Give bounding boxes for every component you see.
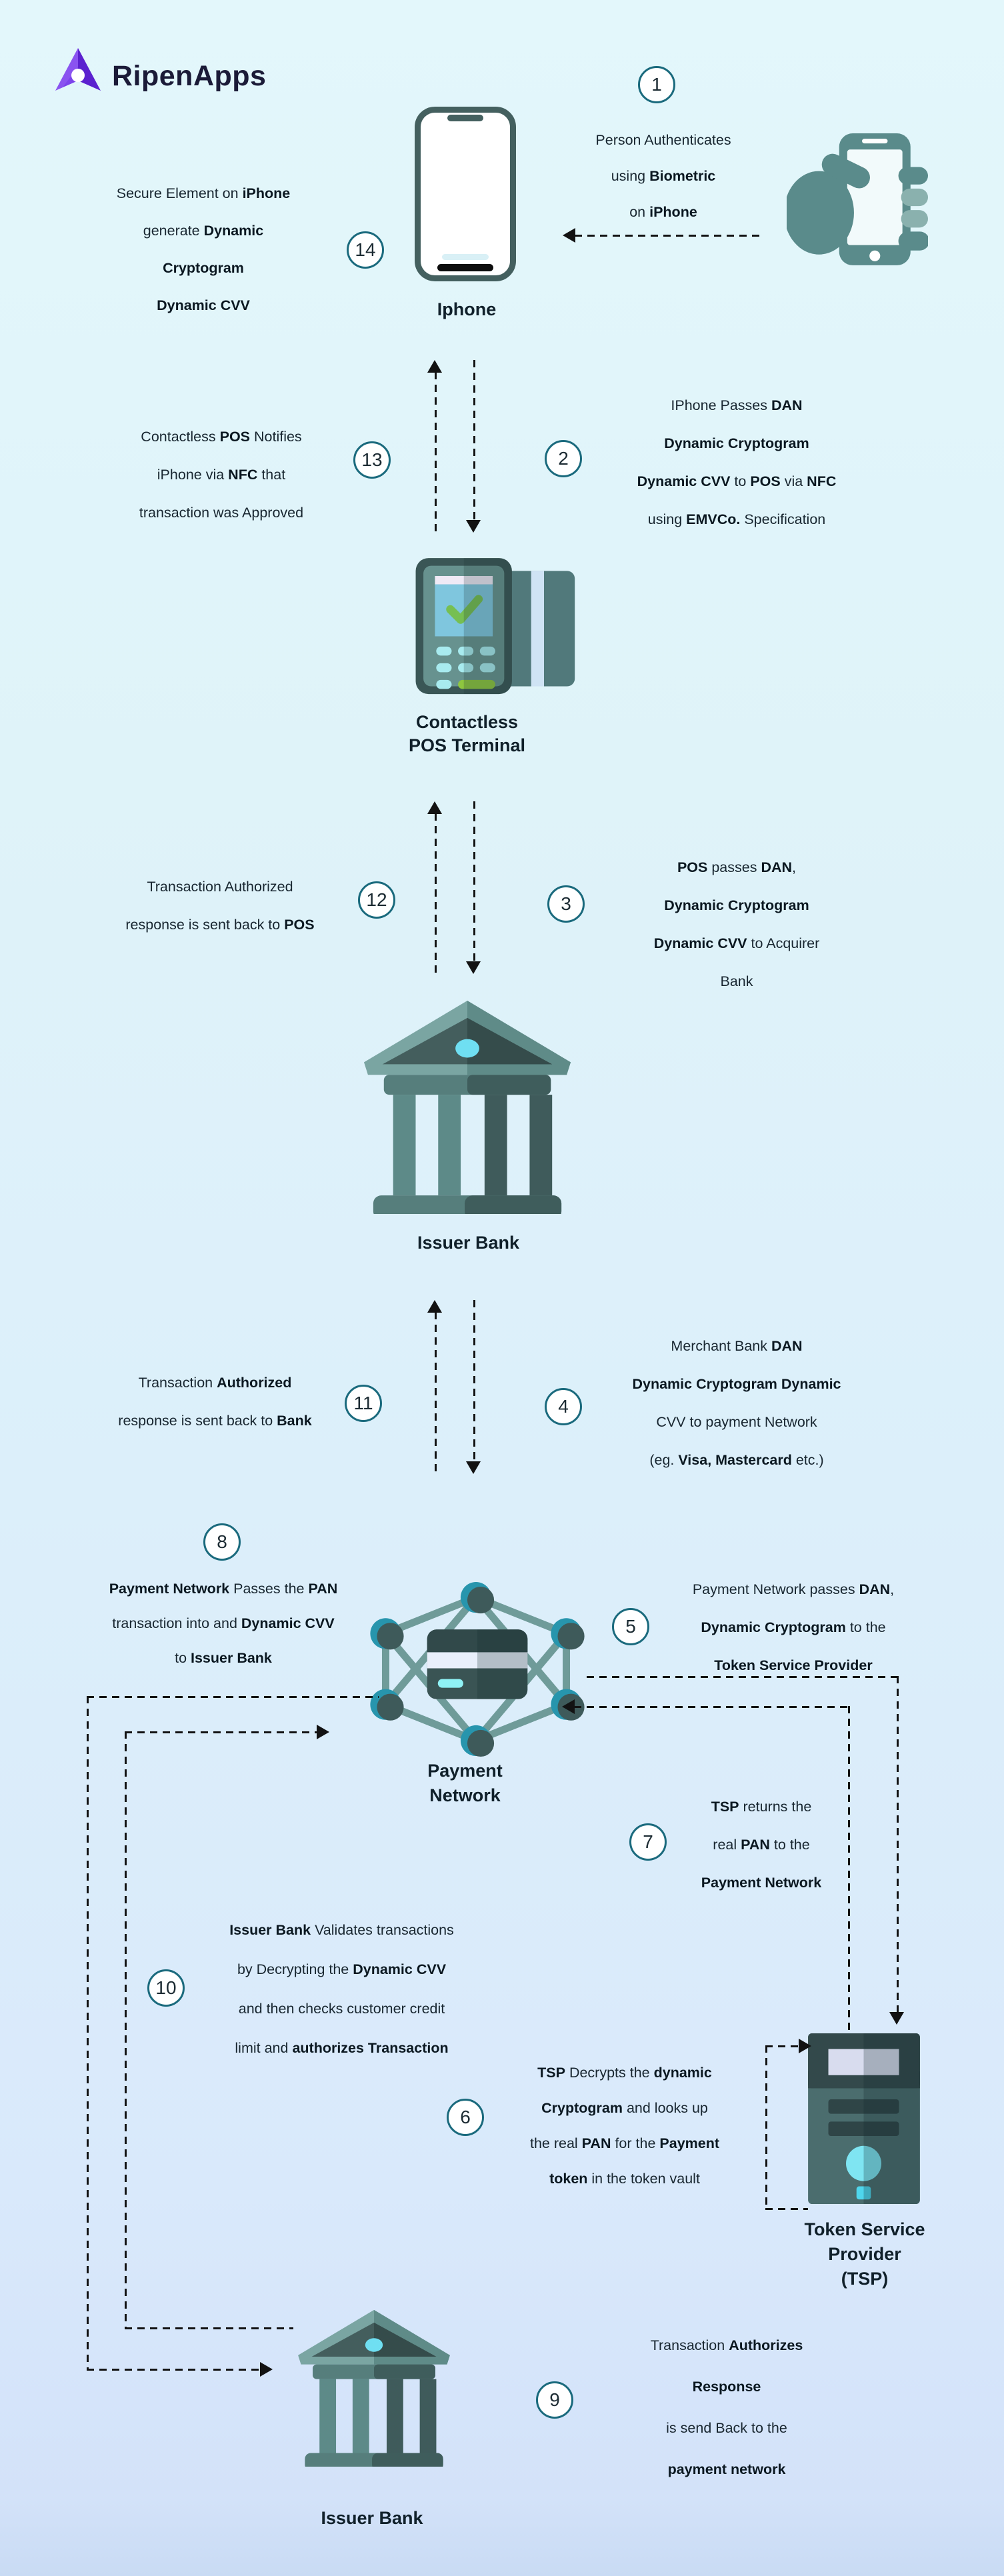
flow-tsp-to-network-line-h xyxy=(574,1706,848,1708)
flow-network-to-bank-line xyxy=(435,1312,437,1475)
flow-issuer-to-network-line-top xyxy=(125,1731,318,1733)
step-4-badge: 4 xyxy=(545,1388,582,1425)
pos-terminal-icon xyxy=(415,558,575,695)
flow-network-to-issuer-line-bottom xyxy=(87,2369,261,2371)
step-1-badge: 1 xyxy=(638,66,675,103)
flow-issuer-to-network-line-bottom xyxy=(125,2327,293,2329)
issuer-bank-bottom-label: Issuer Bank xyxy=(321,2508,423,2528)
flow-tsp-to-network-arrow xyxy=(562,1699,575,1714)
step-3-badge: 3 xyxy=(547,885,585,923)
flow-network-to-issuer-line-v xyxy=(87,1696,89,2371)
step-9-badge: 9 xyxy=(536,2381,573,2419)
flow-pos-to-iphone-arrow xyxy=(427,360,442,373)
step-13-badge: 13 xyxy=(353,441,391,479)
ripenapps-logo-icon xyxy=(55,48,101,91)
step-8-badge: 8 xyxy=(203,1523,241,1561)
tsp-server-icon xyxy=(808,2033,920,2205)
flow-pos-to-iphone-line xyxy=(435,372,437,533)
pos-terminal-label: Contactless POS Terminal xyxy=(408,712,526,755)
step-6-badge: 6 xyxy=(447,2099,484,2136)
flow-pos-to-bank-line xyxy=(473,801,475,963)
flow-tsp-loop-line-bottom xyxy=(765,2208,808,2210)
flow-hand-to-iphone-line xyxy=(575,235,763,237)
iphone-label: Iphone xyxy=(437,299,497,319)
flow-iphone-to-pos-arrow xyxy=(466,520,481,533)
flow-issuer-to-network-arrow xyxy=(317,1725,329,1739)
flow-network-to-bank-arrow xyxy=(427,1300,442,1313)
flow-network-to-tsp-line-h xyxy=(587,1676,899,1678)
issuer-bank-label: Issuer Bank xyxy=(417,1233,520,1253)
flow-tsp-loop-line-top xyxy=(765,2045,800,2047)
flow-tsp-to-network-line-v xyxy=(848,1706,850,2030)
flow-network-to-issuer-line-top xyxy=(87,1696,379,1698)
payment-network-icon xyxy=(370,1582,585,1757)
flow-bank-to-network-arrow xyxy=(466,1461,481,1474)
flow-pos-to-bank-arrow xyxy=(466,961,481,974)
flow-tsp-loop-line-v xyxy=(765,2045,767,2209)
step-5-note: Payment Network passes DAN,Dynamic Crypt… xyxy=(692,1581,895,1673)
flow-network-to-tsp-arrow xyxy=(889,2012,904,2025)
step-7-badge: 7 xyxy=(629,1823,667,1861)
step-14-badge: 14 xyxy=(347,231,384,269)
flow-bank-to-pos-arrow xyxy=(427,801,442,814)
flow-hand-to-iphone-arrow xyxy=(563,228,575,243)
step-10-badge: 10 xyxy=(147,1969,185,2007)
step-5-badge: 5 xyxy=(612,1608,649,1645)
bank-icon-bottom xyxy=(298,2309,450,2467)
step-12-badge: 12 xyxy=(358,881,395,919)
payment-network-label: Payment Network xyxy=(427,1761,503,1805)
tsp-label: Token Service Provider (TSP) xyxy=(804,2219,925,2289)
brand-name: RipenApps xyxy=(112,60,267,92)
flow-issuer-to-network-line-v xyxy=(125,1731,127,2329)
step-11-badge: 11 xyxy=(345,1385,382,1422)
step-2-badge: 2 xyxy=(545,440,582,477)
flow-bank-to-pos-line xyxy=(435,813,437,975)
flow-network-to-issuer-arrow xyxy=(260,2362,273,2377)
flow-bank-to-network-line xyxy=(473,1300,475,1463)
bank-icon xyxy=(363,1000,571,1214)
hand-holding-phone-icon xyxy=(787,133,928,265)
flow-iphone-to-pos-line xyxy=(473,360,475,521)
iphone-icon xyxy=(415,107,516,281)
flow-tsp-loop-arrow xyxy=(799,2039,811,2053)
flow-network-to-tsp-line-v xyxy=(897,1676,899,2013)
